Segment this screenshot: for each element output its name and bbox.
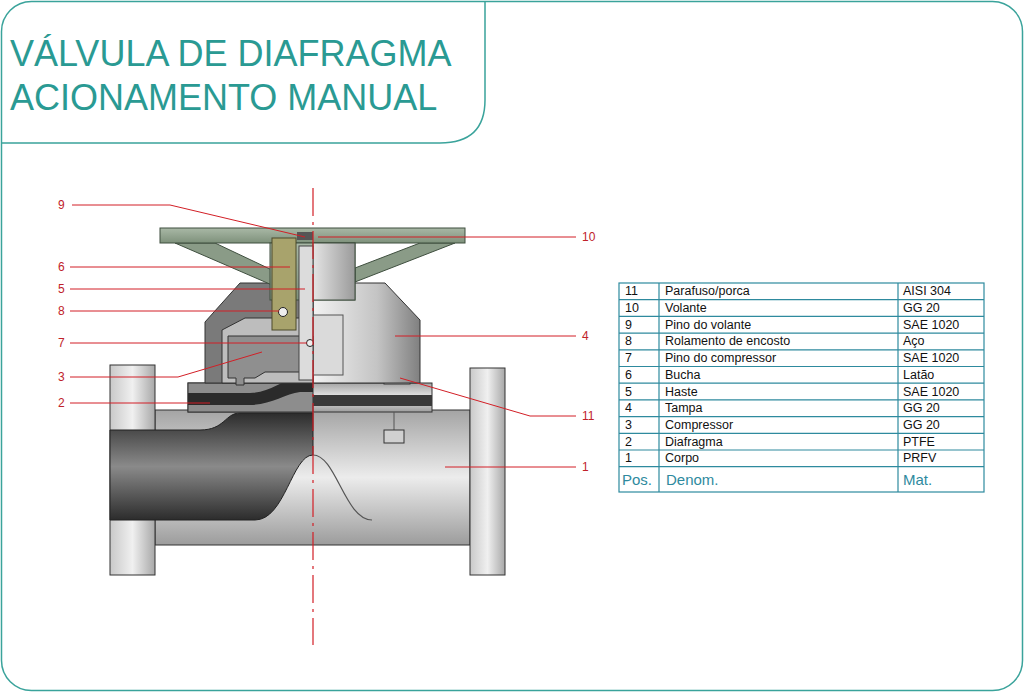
table-position: 11: [625, 284, 638, 298]
callout-number: 11: [582, 409, 594, 423]
table-denomination: Compressor: [665, 418, 733, 432]
table-position: 5: [625, 385, 632, 399]
table-material: GG 20: [903, 401, 940, 415]
callout-number: 7: [58, 336, 65, 350]
table-material: SAE 1020: [903, 385, 959, 399]
table-denomination: Diafragma: [665, 435, 723, 449]
drawing-title: VÁLVULA DE DIAFRAGMA ACIONAMENTO MANUAL: [10, 32, 482, 120]
table-position: 4: [625, 401, 632, 415]
table-material: Aço: [903, 334, 925, 348]
callout-number: 10: [582, 230, 595, 244]
table-denomination: Parafuso/porca: [665, 284, 750, 298]
table-denomination: Pino do volante: [665, 318, 751, 332]
table-position: 1: [625, 451, 632, 465]
table-material: GG 20: [903, 418, 940, 432]
callout-number: 9: [58, 198, 65, 212]
table-material: Latão: [903, 368, 934, 382]
table-position: 2: [625, 435, 632, 449]
callout-number: 6: [58, 260, 65, 274]
callout-number: 1: [582, 460, 589, 474]
table-denomination: Corpo: [665, 451, 699, 465]
table-position: 8: [625, 334, 632, 348]
table-denomination: Haste: [665, 385, 698, 399]
table-header: Pos.: [622, 471, 652, 489]
callout-number: 8: [58, 304, 65, 318]
table-denomination: Tampa: [665, 401, 703, 415]
table-position: 9: [625, 318, 632, 332]
table-denomination: Pino do compressor: [665, 351, 776, 365]
callout-number: 2: [58, 396, 65, 410]
table-material: PTFE: [903, 435, 935, 449]
callout-number: 4: [582, 329, 589, 343]
table-denomination: Rolamento de encosto: [665, 334, 790, 348]
table-position: 7: [625, 351, 632, 365]
table-material: PRFV: [903, 451, 936, 465]
table-material: SAE 1020: [903, 318, 959, 332]
table-header: Mat.: [903, 471, 932, 489]
table-position: 6: [625, 368, 632, 382]
table-material: GG 20: [903, 301, 940, 315]
table-position: 3: [625, 418, 632, 432]
table-denomination: Bucha: [665, 368, 700, 382]
table-denomination: Volante: [665, 301, 707, 315]
callout-number: 3: [58, 370, 65, 384]
table-material: SAE 1020: [903, 351, 959, 365]
callout-number: 5: [58, 282, 65, 296]
table-material: AISI 304: [903, 284, 951, 298]
table-header: Denom.: [666, 471, 719, 489]
table-position: 10: [625, 301, 639, 315]
